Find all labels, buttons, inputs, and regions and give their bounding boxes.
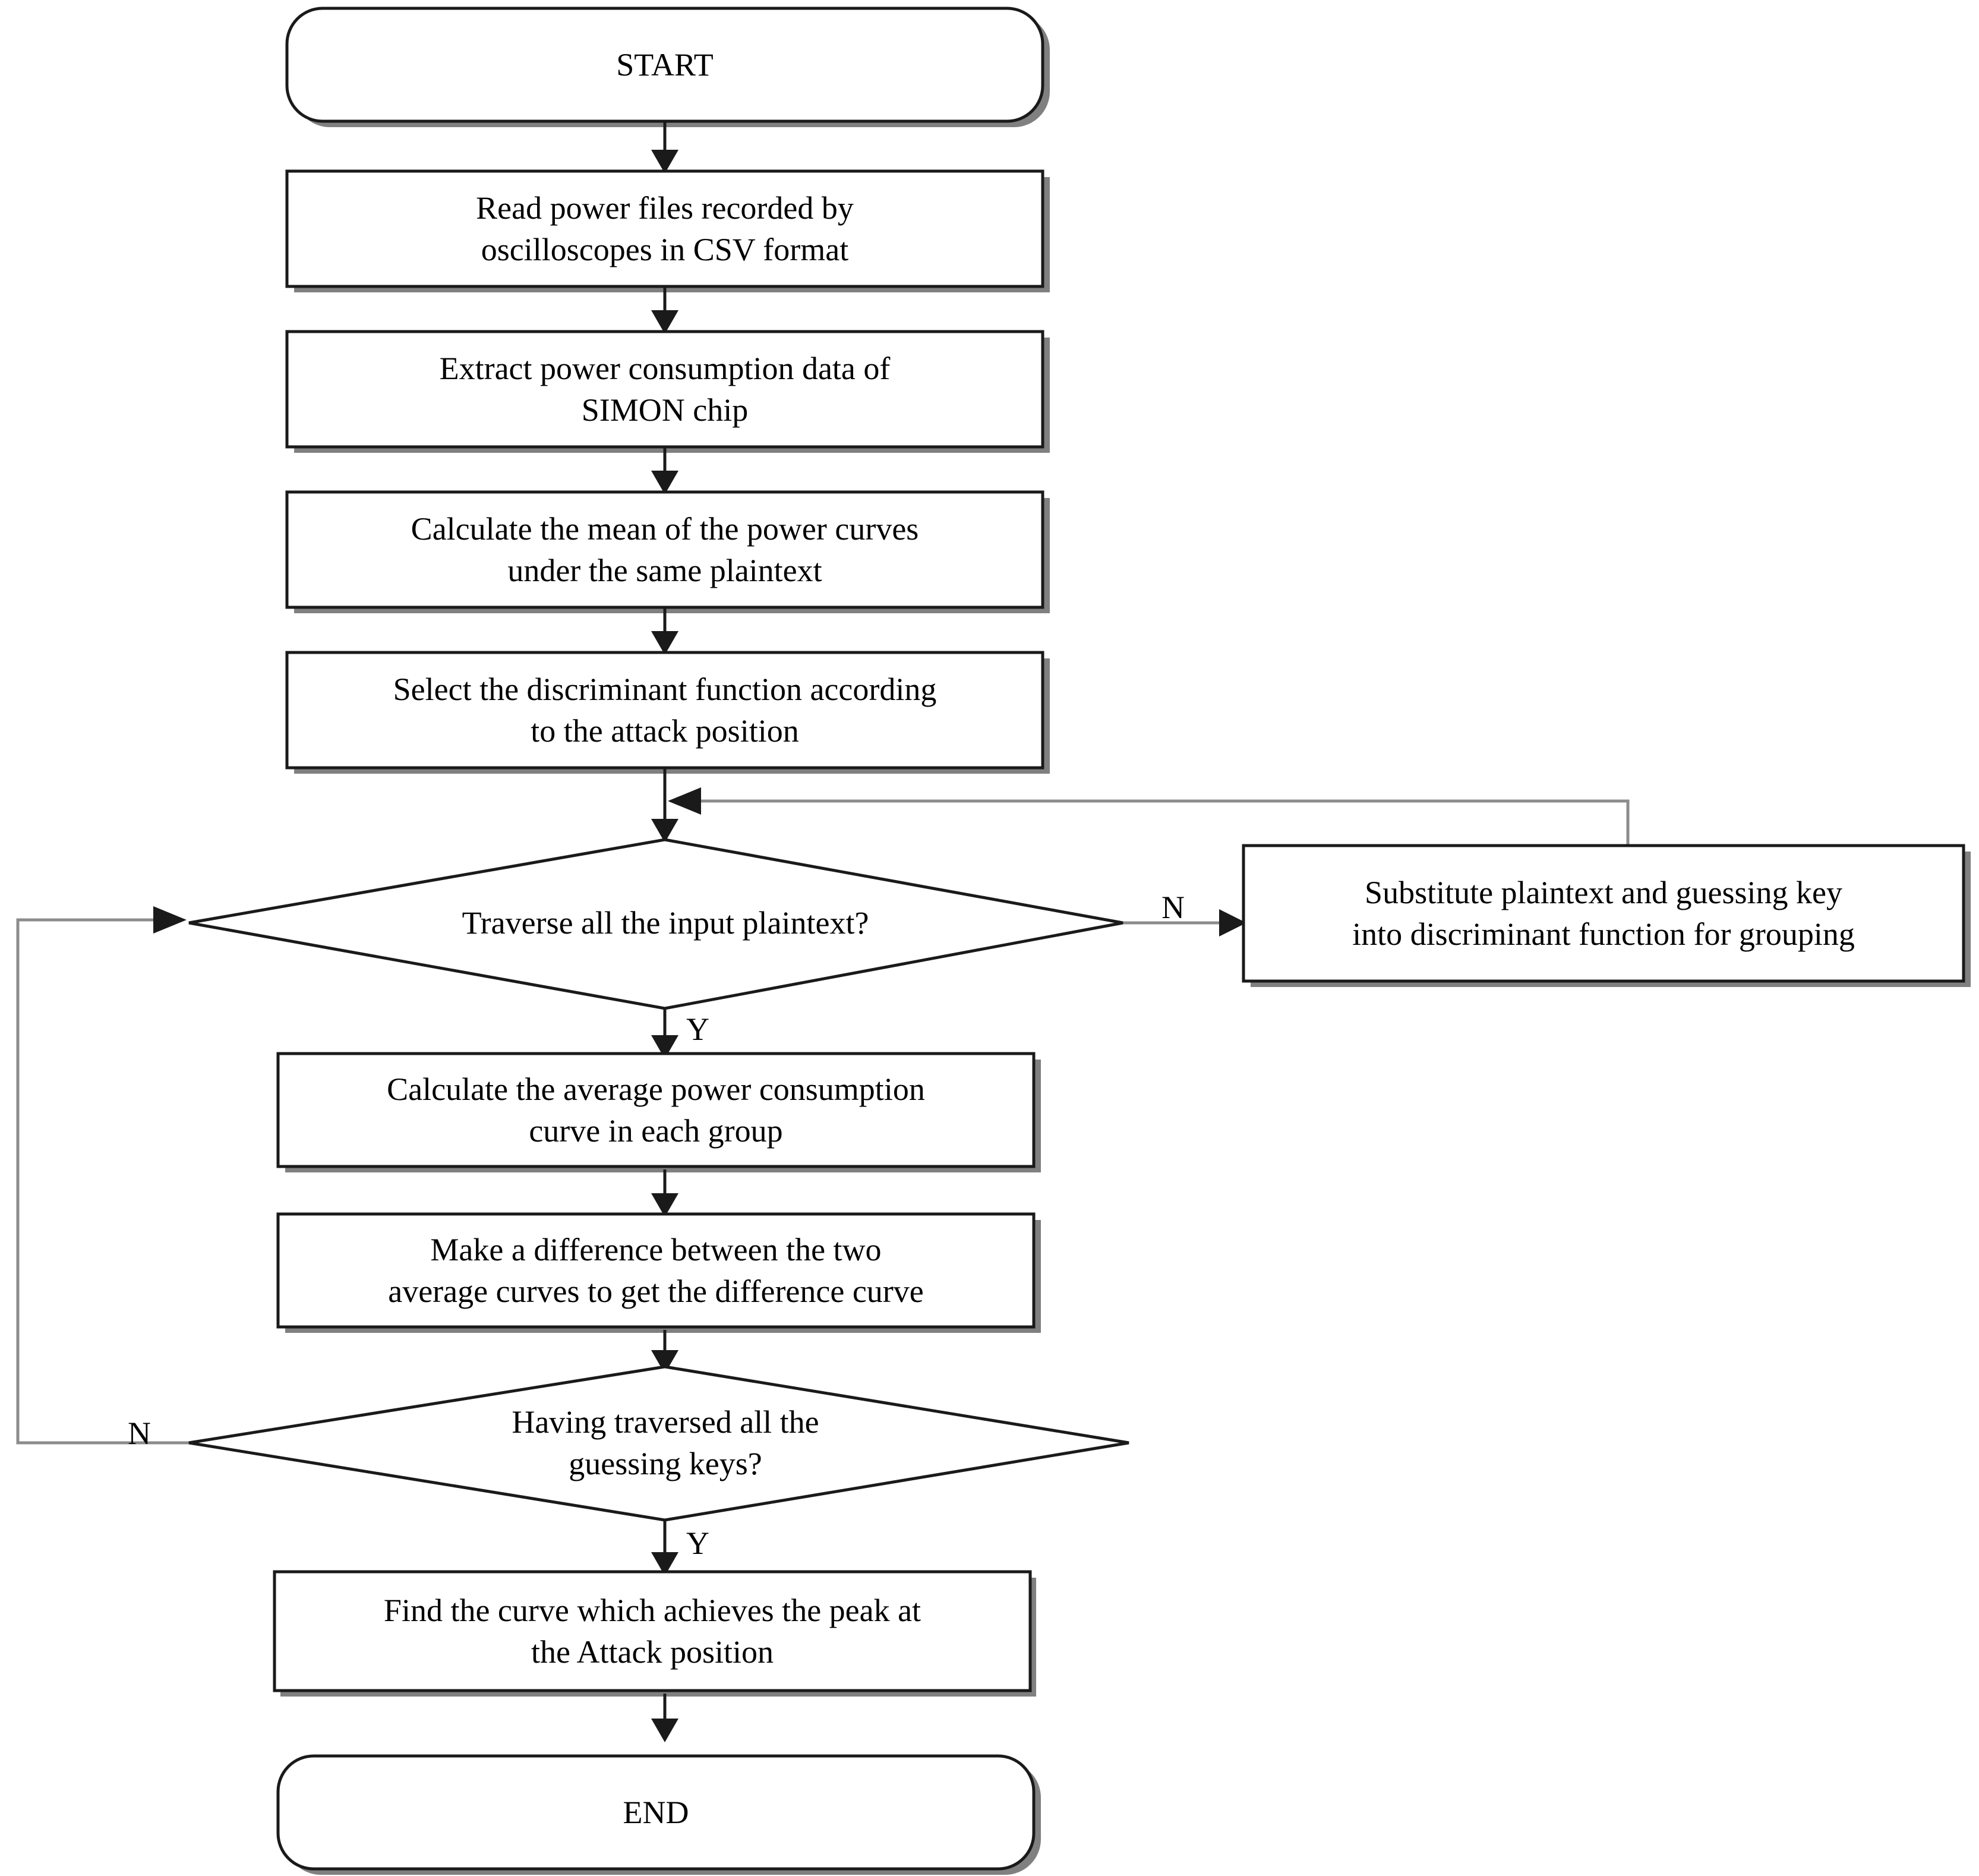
node-read[interactable]	[285, 169, 1044, 288]
node-traverse[interactable]	[188, 838, 1123, 1010]
arrowhead-traverse-substitute	[1219, 909, 1246, 937]
node-keys[interactable]	[188, 1365, 1129, 1522]
arrowhead-difference-keys	[651, 1350, 678, 1374]
edge-label-traverse-no: N	[1161, 890, 1185, 925]
arrowhead-average-difference	[651, 1193, 678, 1217]
node-mean[interactable]	[285, 490, 1044, 609]
arrowhead-start-read	[651, 150, 678, 174]
node-select[interactable]	[285, 651, 1044, 770]
node-substitute[interactable]	[1242, 844, 1965, 983]
arrowhead-read-extract	[651, 310, 678, 334]
arrowhead-mean-select	[651, 631, 678, 655]
edge-label-keys-no: N	[128, 1415, 151, 1451]
arrowhead-select-traverse	[651, 819, 678, 843]
node-extract[interactable]	[285, 330, 1044, 449]
arrowhead-keys-peak	[651, 1552, 678, 1576]
edge-label-keys-yes: Y	[686, 1525, 709, 1561]
node-start[interactable]	[285, 7, 1044, 123]
arrowhead-extract-mean	[651, 471, 678, 494]
node-peak[interactable]	[273, 1570, 1032, 1692]
node-end[interactable]	[276, 1754, 1036, 1871]
arrowhead-keys-traverse	[153, 906, 187, 934]
arrowhead-substitute-traverse	[668, 787, 701, 815]
shape-outlines	[188, 7, 1965, 1871]
arrowhead-traverse-average	[651, 1035, 678, 1059]
edge-keys-traverse	[16, 918, 189, 1445]
arrowhead-peak-end	[651, 1719, 678, 1742]
node-difference[interactable]	[276, 1212, 1036, 1329]
connector-lines	[16, 122, 1630, 1742]
node-average[interactable]	[276, 1052, 1036, 1168]
edge-substitute-traverse	[701, 799, 1630, 855]
edge-label-traverse-yes: Y	[686, 1011, 709, 1047]
